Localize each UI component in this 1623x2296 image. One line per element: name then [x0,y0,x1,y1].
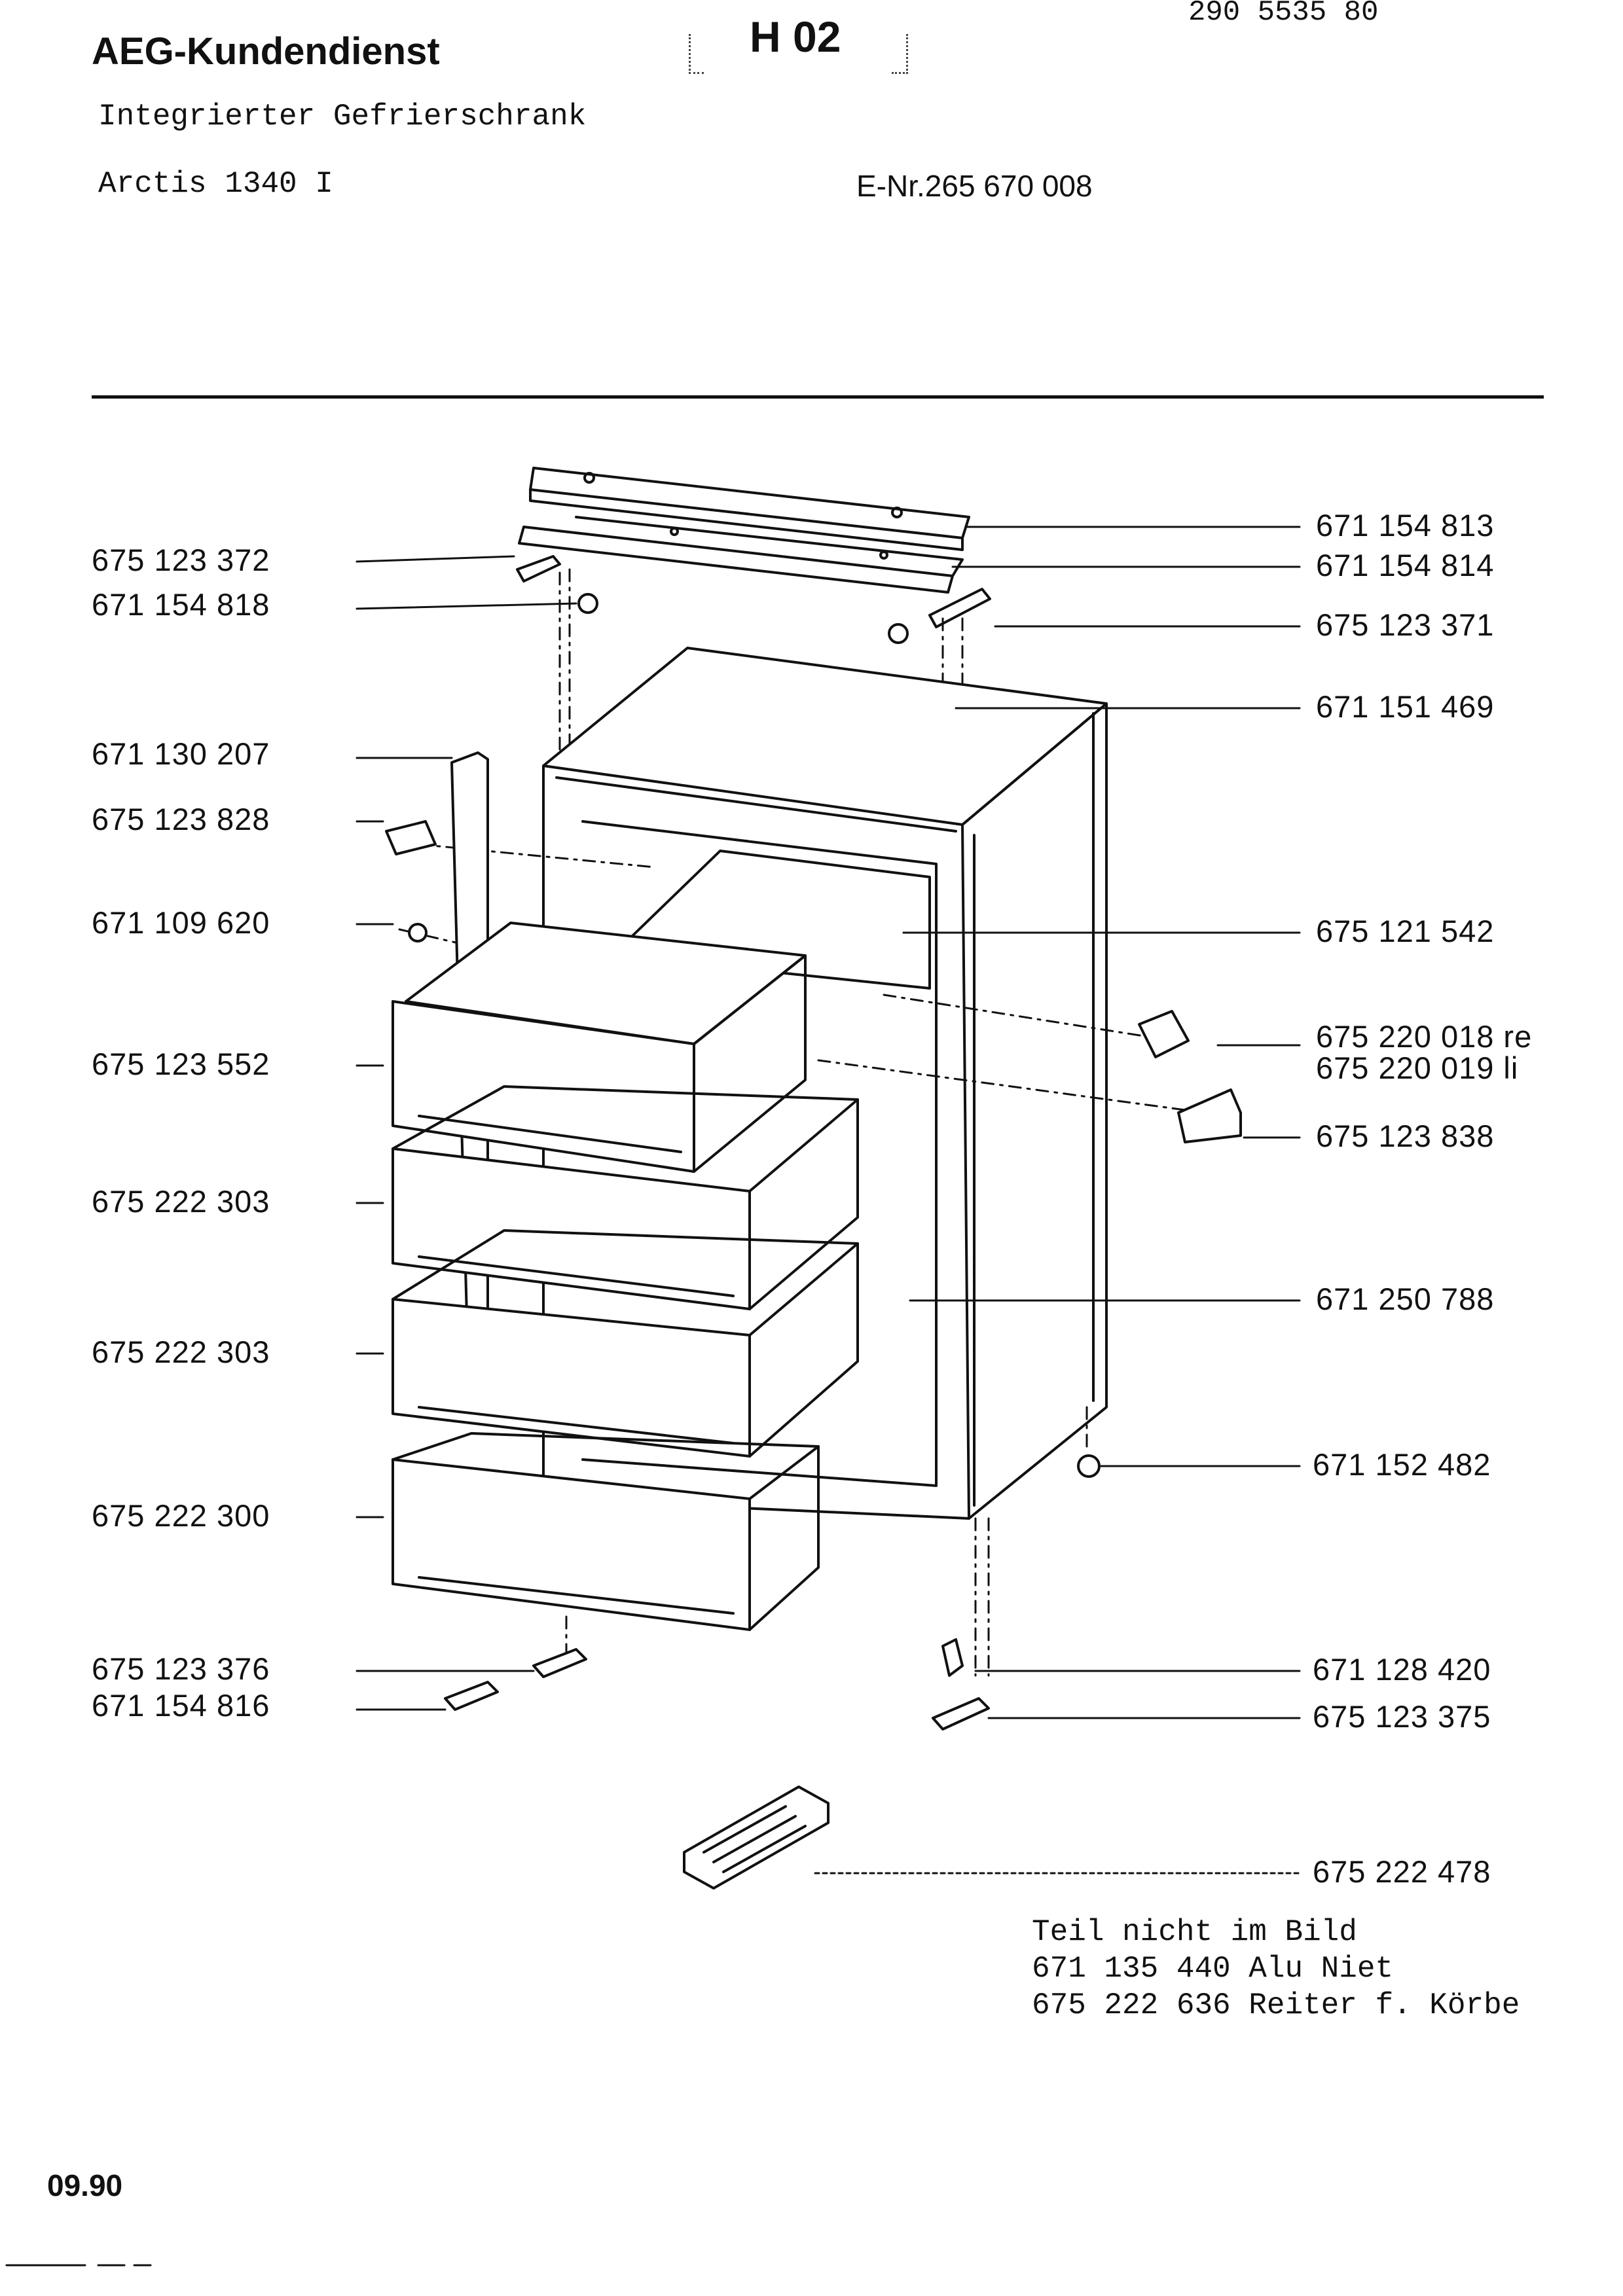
part-label-left: 671 109 620 [92,905,270,940]
part-label-right: 671 154 813 [1316,508,1495,543]
part-label-right: 675 220 018 re [1316,1019,1533,1054]
notes-heading: Teil nicht im Bild [1032,1915,1357,1949]
model-name: Arctis 1340 I [98,167,333,201]
latch-part [385,820,437,855]
bracket-part [1177,1088,1242,1143]
part-label-right: 675 222 478 [1313,1854,1491,1889]
part-label-right: 671 154 814 [1316,548,1495,583]
bottom-plate-left [444,1681,499,1711]
document-code: H 02 [750,12,841,61]
code-bracket-right [892,34,908,74]
top-cover-strip [529,467,970,551]
code-bracket-left [689,34,704,74]
part-label-right: 671 151 469 [1316,689,1495,724]
part-label-left: 671 154 816 [92,1688,270,1723]
part-label-right: 671 128 420 [1313,1652,1491,1687]
e-number: E-Nr.265 670 008 [856,169,1093,203]
bolt-top-left [577,593,598,614]
header-rule [92,395,1544,399]
part-label-left: 671 130 207 [92,736,270,771]
part-label-left: 675 123 372 [92,543,270,577]
bolt-top-right [888,623,909,644]
top-rail [518,516,964,594]
notes-line: 671 135 440 Alu Niet [1032,1952,1394,1986]
document-number: 290 5535 80 [1188,0,1379,29]
part-label-left: 675 123 552 [92,1047,270,1081]
top-hinge-right [928,588,991,628]
control-panel-insert [683,1785,830,1890]
brand-title: AEG-Kundendienst [92,30,440,73]
part-label-left: 675 123 376 [92,1651,270,1686]
notes-block: Teil nicht im Bild 671 135 440 Alu Niet … [1032,1914,1520,2024]
part-label-left: 675 222 300 [92,1498,270,1533]
drawer-bottom [392,1432,820,1631]
part-label-left: 675 222 303 [92,1335,270,1369]
bottom-hinge-left [532,1648,587,1678]
drawer-3 [392,1229,859,1458]
hinge-pin [941,1638,964,1677]
notes-line: 675 222 636 Reiter f. Körbe [1032,1988,1520,2022]
top-hinge-left [516,555,561,583]
drawer-2 [392,1085,859,1310]
part-label-left: 675 123 828 [92,802,270,836]
foot-part [1077,1454,1101,1478]
drawer-top [392,922,807,1173]
part-label-right: 675 123 371 [1316,607,1495,642]
bottom-hinge-right [932,1697,990,1731]
part-label-right: 675 220 019 li [1316,1050,1519,1085]
part-label-right: 671 152 482 [1313,1447,1491,1482]
part-label-right: 671 250 788 [1316,1282,1495,1316]
part-label-left: 675 222 303 [92,1184,270,1219]
clip-part [1138,1010,1190,1058]
part-label-right: 675 123 838 [1316,1119,1495,1153]
part-label-left: 671 154 818 [92,587,270,622]
product-type: Integrierter Gefrierschrank [98,99,587,134]
screw-part [408,923,428,942]
part-label-right: 675 121 542 [1316,914,1495,948]
part-label-right: 675 123 375 [1313,1699,1491,1734]
revision-date: 09.90 [47,2168,123,2202]
